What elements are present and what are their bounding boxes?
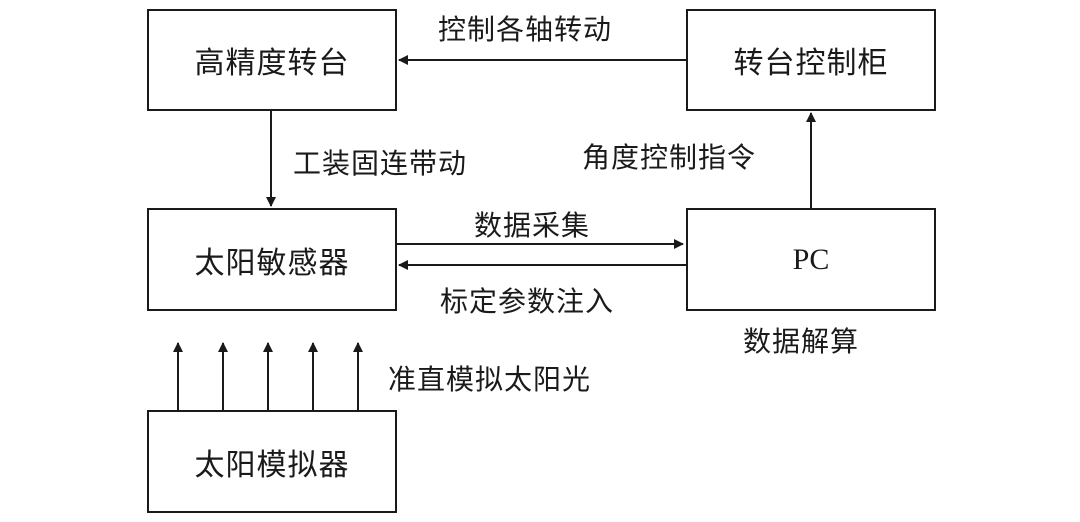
sun-sensor-node: 太阳敏感器 [147,208,397,311]
pc-caption: 数据解算 [743,325,860,358]
sun-sensor-label: 太阳敏感器 [194,245,350,281]
turntable-node: 高精度转台 [147,9,397,111]
edge-label-pc-to-controller: 角度控制指令 [582,141,757,174]
sun-simulator-node: 太阳模拟器 [147,410,397,513]
turntable-controller-node: 转台控制柜 [686,9,936,111]
sunlight-rays [173,342,363,410]
edge-label-pc-to-sensor: 标定参数注入 [440,285,615,318]
pc-node: PC [686,208,936,311]
turntable-label: 高精度转台 [194,46,350,81]
edge-label-controller-to-turntable: 控制各轴转动 [438,13,613,46]
pc-label: PC [792,242,830,276]
sun-simulator-label: 太阳模拟器 [194,447,350,483]
edge-label-turntable-to-sensor: 工装固连带动 [293,147,468,180]
edge-label-sensor-to-pc: 数据采集 [474,209,591,242]
edge-label-simulator-to-sensor: 准直模拟太阳光 [388,363,592,396]
turntable-controller-label: 转台控制柜 [733,46,889,81]
